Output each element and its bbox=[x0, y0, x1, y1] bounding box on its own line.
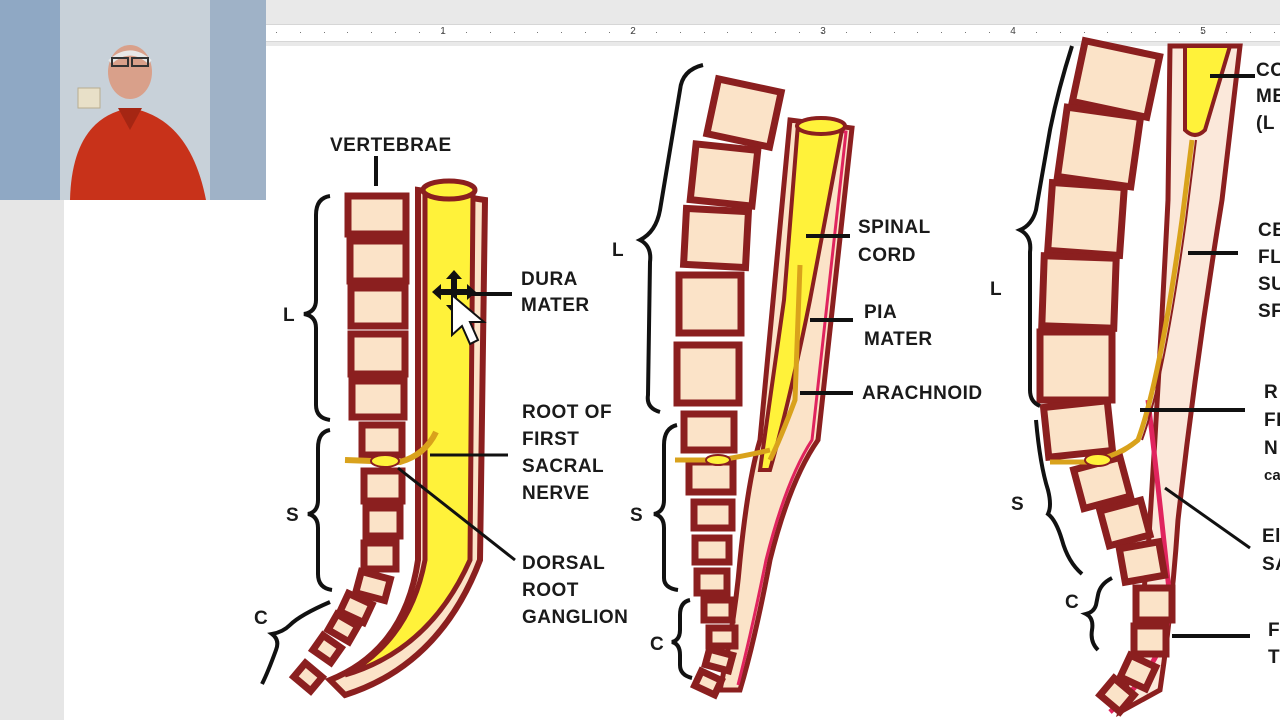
ruler-number: 3 bbox=[820, 26, 826, 37]
ruler-mark bbox=[822, 32, 824, 33]
label-dorsal-root-ganglion: DORSAL bbox=[522, 553, 605, 574]
ruler-mark bbox=[442, 32, 444, 33]
ruler-mark bbox=[846, 32, 847, 33]
label-conus-medullaris: (L bbox=[1256, 113, 1275, 134]
horizontal-ruler[interactable]: 1 2 3 4 5 bbox=[266, 24, 1280, 42]
ruler-mark bbox=[1059, 32, 1061, 33]
ruler-mark bbox=[1202, 32, 1204, 33]
ruler-mark bbox=[988, 32, 990, 33]
label-coccygeal: C bbox=[254, 608, 268, 629]
label-end-of-sac: El bbox=[1262, 526, 1280, 547]
label-pia-mater: PIA bbox=[864, 302, 897, 323]
diagram-3-conus-medullaris bbox=[1015, 36, 1255, 718]
label-sacral: S bbox=[1011, 494, 1024, 515]
label-conus-medullaris: ME bbox=[1256, 86, 1280, 107]
label-lumbar: L bbox=[990, 279, 1002, 300]
move-cursor-icon bbox=[432, 270, 487, 346]
ruler-mark bbox=[941, 32, 942, 33]
label-root-first-sacral-nerve: FIRST bbox=[522, 429, 579, 450]
label-csf-subarachnoid-space: SF bbox=[1258, 301, 1280, 322]
ruler-mark bbox=[1131, 32, 1132, 33]
label-root-first-sacral-nerve: ROOT OF bbox=[522, 402, 612, 423]
ruler-mark bbox=[703, 32, 705, 33]
label-dorsal-root-ganglion: ROOT bbox=[522, 580, 579, 601]
ruler-mark bbox=[964, 32, 966, 33]
diagram-1-dura-mater bbox=[260, 156, 516, 699]
label-root-first-sacral-nerve: NERVE bbox=[522, 483, 590, 504]
label-csf-subarachnoid-space: SU bbox=[1258, 274, 1280, 295]
label-lumbar: L bbox=[283, 305, 295, 326]
label-root-first-sacral-nerve: N bbox=[1264, 438, 1278, 459]
ruler-mark bbox=[893, 32, 895, 33]
label-dura-mater: DURA bbox=[521, 269, 578, 290]
label-csf-subarachnoid-space: CE bbox=[1258, 220, 1280, 241]
label-lumbar: L bbox=[612, 240, 624, 261]
webcam-overlay bbox=[0, 0, 266, 200]
ruler-mark bbox=[323, 32, 325, 33]
label-coccygeal: C bbox=[1065, 592, 1079, 613]
ruler-mark bbox=[466, 32, 467, 33]
label-root-first-sacral-nerve: FI bbox=[1264, 410, 1280, 431]
ruler-number: 1 bbox=[440, 26, 446, 37]
ruler-mark bbox=[798, 32, 800, 33]
label-vertebrae: VERTEBRAE bbox=[330, 135, 452, 156]
label-csf-subarachnoid-space: FL bbox=[1258, 247, 1280, 268]
ruler-mark bbox=[418, 32, 420, 33]
label-root-first-sacral-nerve: R bbox=[1264, 382, 1278, 403]
ruler-mark bbox=[1036, 32, 1037, 33]
label-sacral: S bbox=[286, 505, 299, 526]
label-filum-terminale: T bbox=[1268, 647, 1280, 668]
ruler-mark bbox=[632, 32, 634, 33]
ruler-mark bbox=[489, 32, 491, 33]
ruler-mark bbox=[1012, 32, 1014, 33]
ruler-mark bbox=[869, 32, 871, 33]
ruler-mark bbox=[774, 32, 776, 33]
ruler-mark bbox=[608, 32, 610, 33]
ruler-number: 5 bbox=[1200, 26, 1206, 37]
label-coccygeal: C bbox=[650, 634, 664, 655]
ruler-mark bbox=[727, 32, 729, 33]
ruler-mark bbox=[1107, 32, 1109, 33]
ruler-number: 2 bbox=[630, 26, 636, 37]
presenter-webcam-icon bbox=[0, 0, 266, 200]
label-dorsal-root-ganglion: GANGLION bbox=[522, 607, 628, 628]
ruler-mark bbox=[371, 32, 372, 33]
ruler-mark bbox=[1178, 32, 1180, 33]
ruler-mark bbox=[537, 32, 539, 33]
ruler-mark bbox=[561, 32, 562, 33]
ruler-mark bbox=[1154, 32, 1156, 33]
ruler-number: 4 bbox=[1010, 26, 1016, 37]
ruler-mark bbox=[299, 32, 301, 33]
ruler-mark bbox=[276, 32, 277, 33]
ruler-mark bbox=[917, 32, 919, 33]
label-conus-medullaris: CO bbox=[1256, 60, 1280, 81]
label-pia-mater: MATER bbox=[864, 329, 933, 350]
ruler-mark bbox=[1226, 32, 1227, 33]
label-sacral: S bbox=[630, 505, 643, 526]
label-filum-terminale: F bbox=[1268, 620, 1280, 641]
label-spinal-cord: SPINAL bbox=[858, 217, 931, 238]
label-arachnoid: ARACHNOID bbox=[862, 383, 983, 404]
ruler-mark bbox=[1273, 32, 1275, 33]
label-root-first-sacral-nerve: ca bbox=[1264, 467, 1280, 484]
label-spinal-cord: CORD bbox=[858, 245, 916, 266]
ruler-mark bbox=[1249, 32, 1251, 33]
ruler-mark bbox=[513, 32, 515, 33]
diagram-2-spinal-cord bbox=[635, 63, 855, 700]
ruler-mark bbox=[679, 32, 681, 33]
ruler-mark bbox=[394, 32, 396, 33]
ruler-mark bbox=[656, 32, 657, 33]
ruler-mark bbox=[1083, 32, 1085, 33]
ruler-mark bbox=[751, 32, 752, 33]
label-root-first-sacral-nerve: SACRAL bbox=[522, 456, 604, 477]
ruler-mark bbox=[347, 32, 349, 33]
label-end-of-sac: SA bbox=[1262, 554, 1280, 575]
ruler-mark bbox=[584, 32, 586, 33]
label-dura-mater: MATER bbox=[521, 295, 590, 316]
